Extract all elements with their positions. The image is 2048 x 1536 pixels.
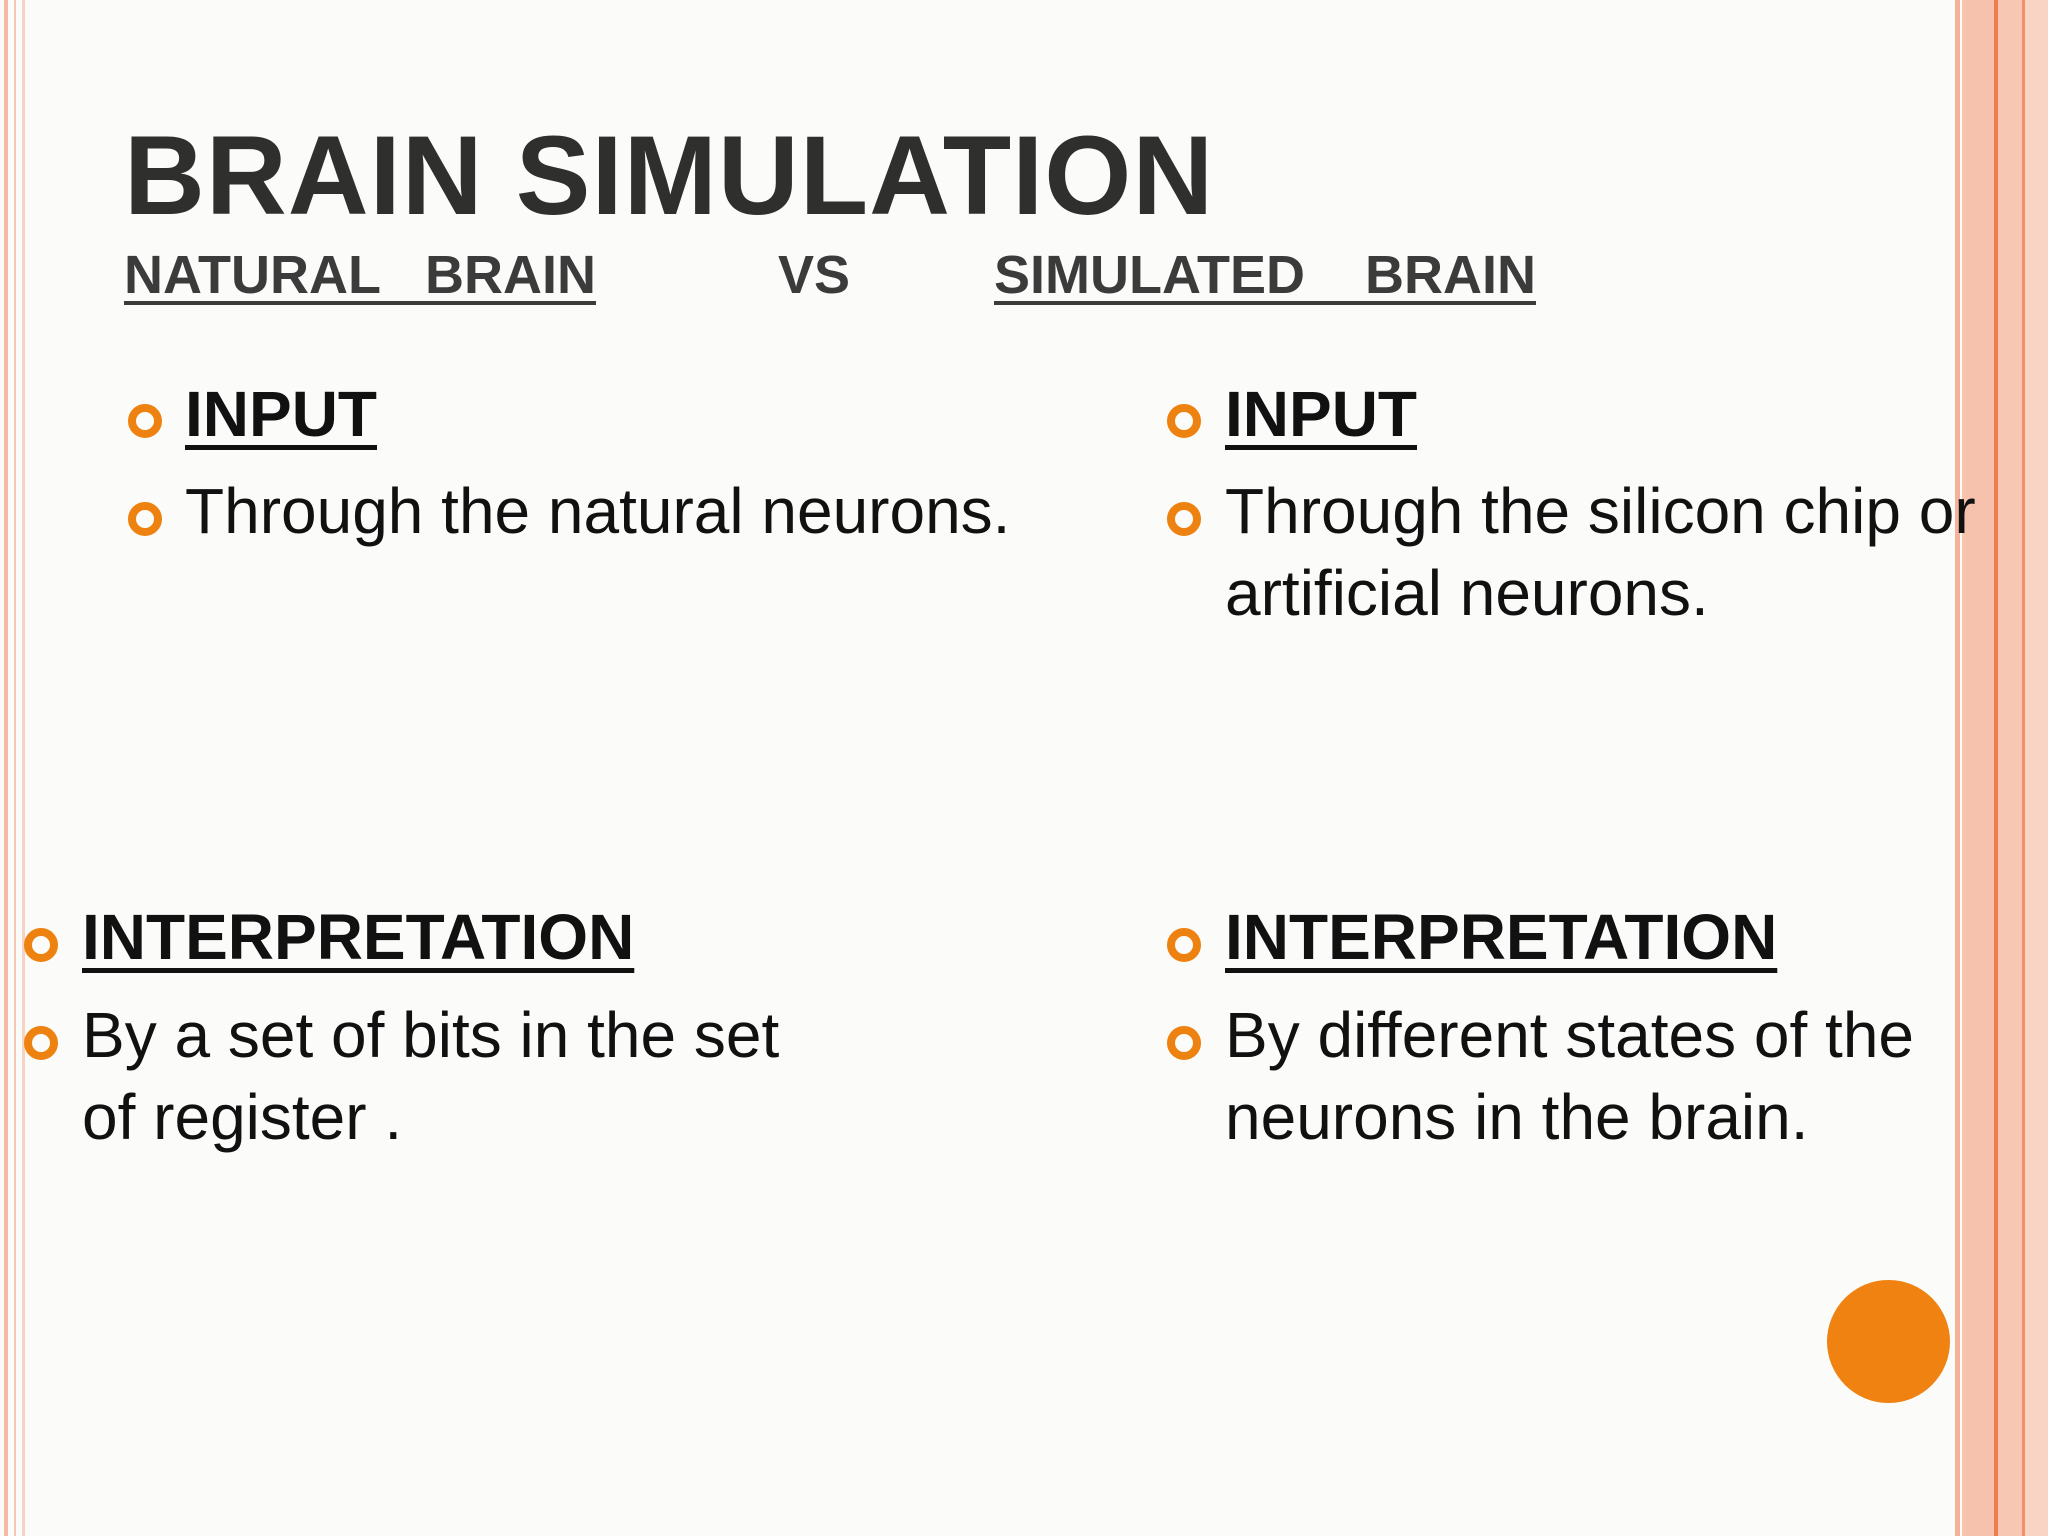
simulated-input-line-2: artificial neurons.: [1225, 557, 1709, 629]
right-border-stripe: [2025, 0, 2048, 1536]
bullet-icon: [1167, 1026, 1201, 1060]
slide-title: BRAIN SIMULATION: [124, 113, 1215, 238]
natural-interpretation-line-1: By a set of bits in the set: [82, 999, 780, 1071]
simulated-input-heading: INPUT: [1225, 378, 1417, 450]
left-border-line: [22, 0, 25, 1536]
right-border-stripe: [1966, 0, 1994, 1536]
right-border-stripe: [1998, 0, 2022, 1536]
bullet-icon: [1167, 404, 1201, 438]
decorative-orange-circle: [1827, 1280, 1950, 1403]
natural-interpretation-heading: INTERPRETATION: [82, 901, 635, 973]
bullet-icon: [128, 502, 162, 536]
bullet-icon: [128, 404, 162, 438]
subtitle-natural-brain: NATURAL BRAIN: [124, 245, 596, 305]
simulated-interpretation-line-1: By different states of the: [1225, 999, 1914, 1071]
right-border-stripe: [2022, 0, 2025, 1536]
bullet-icon: [24, 1026, 58, 1060]
natural-input-text: Through the natural neurons.: [185, 475, 1011, 547]
right-border-stripe: [1962, 0, 1966, 1536]
natural-input-heading: INPUT: [185, 378, 377, 450]
natural-interpretation-line-2: of register .: [82, 1081, 403, 1153]
right-border-stripe: [1955, 0, 1960, 1536]
subtitle-simulated-brain: SIMULATED BRAIN: [994, 245, 1536, 305]
simulated-interpretation-heading: INTERPRETATION: [1225, 901, 1778, 973]
bullet-icon: [1167, 502, 1201, 536]
simulated-interpretation-line-2: neurons in the brain.: [1225, 1081, 1809, 1153]
simulated-input-line-1: Through the silicon chip or: [1225, 475, 1976, 547]
subtitle-vs: VS: [778, 245, 851, 305]
bullet-icon: [24, 928, 58, 962]
bullet-icon: [1167, 928, 1201, 962]
left-border-line: [4, 0, 8, 1536]
right-border-stripe: [1994, 0, 1998, 1536]
left-border-line: [14, 0, 16, 1536]
